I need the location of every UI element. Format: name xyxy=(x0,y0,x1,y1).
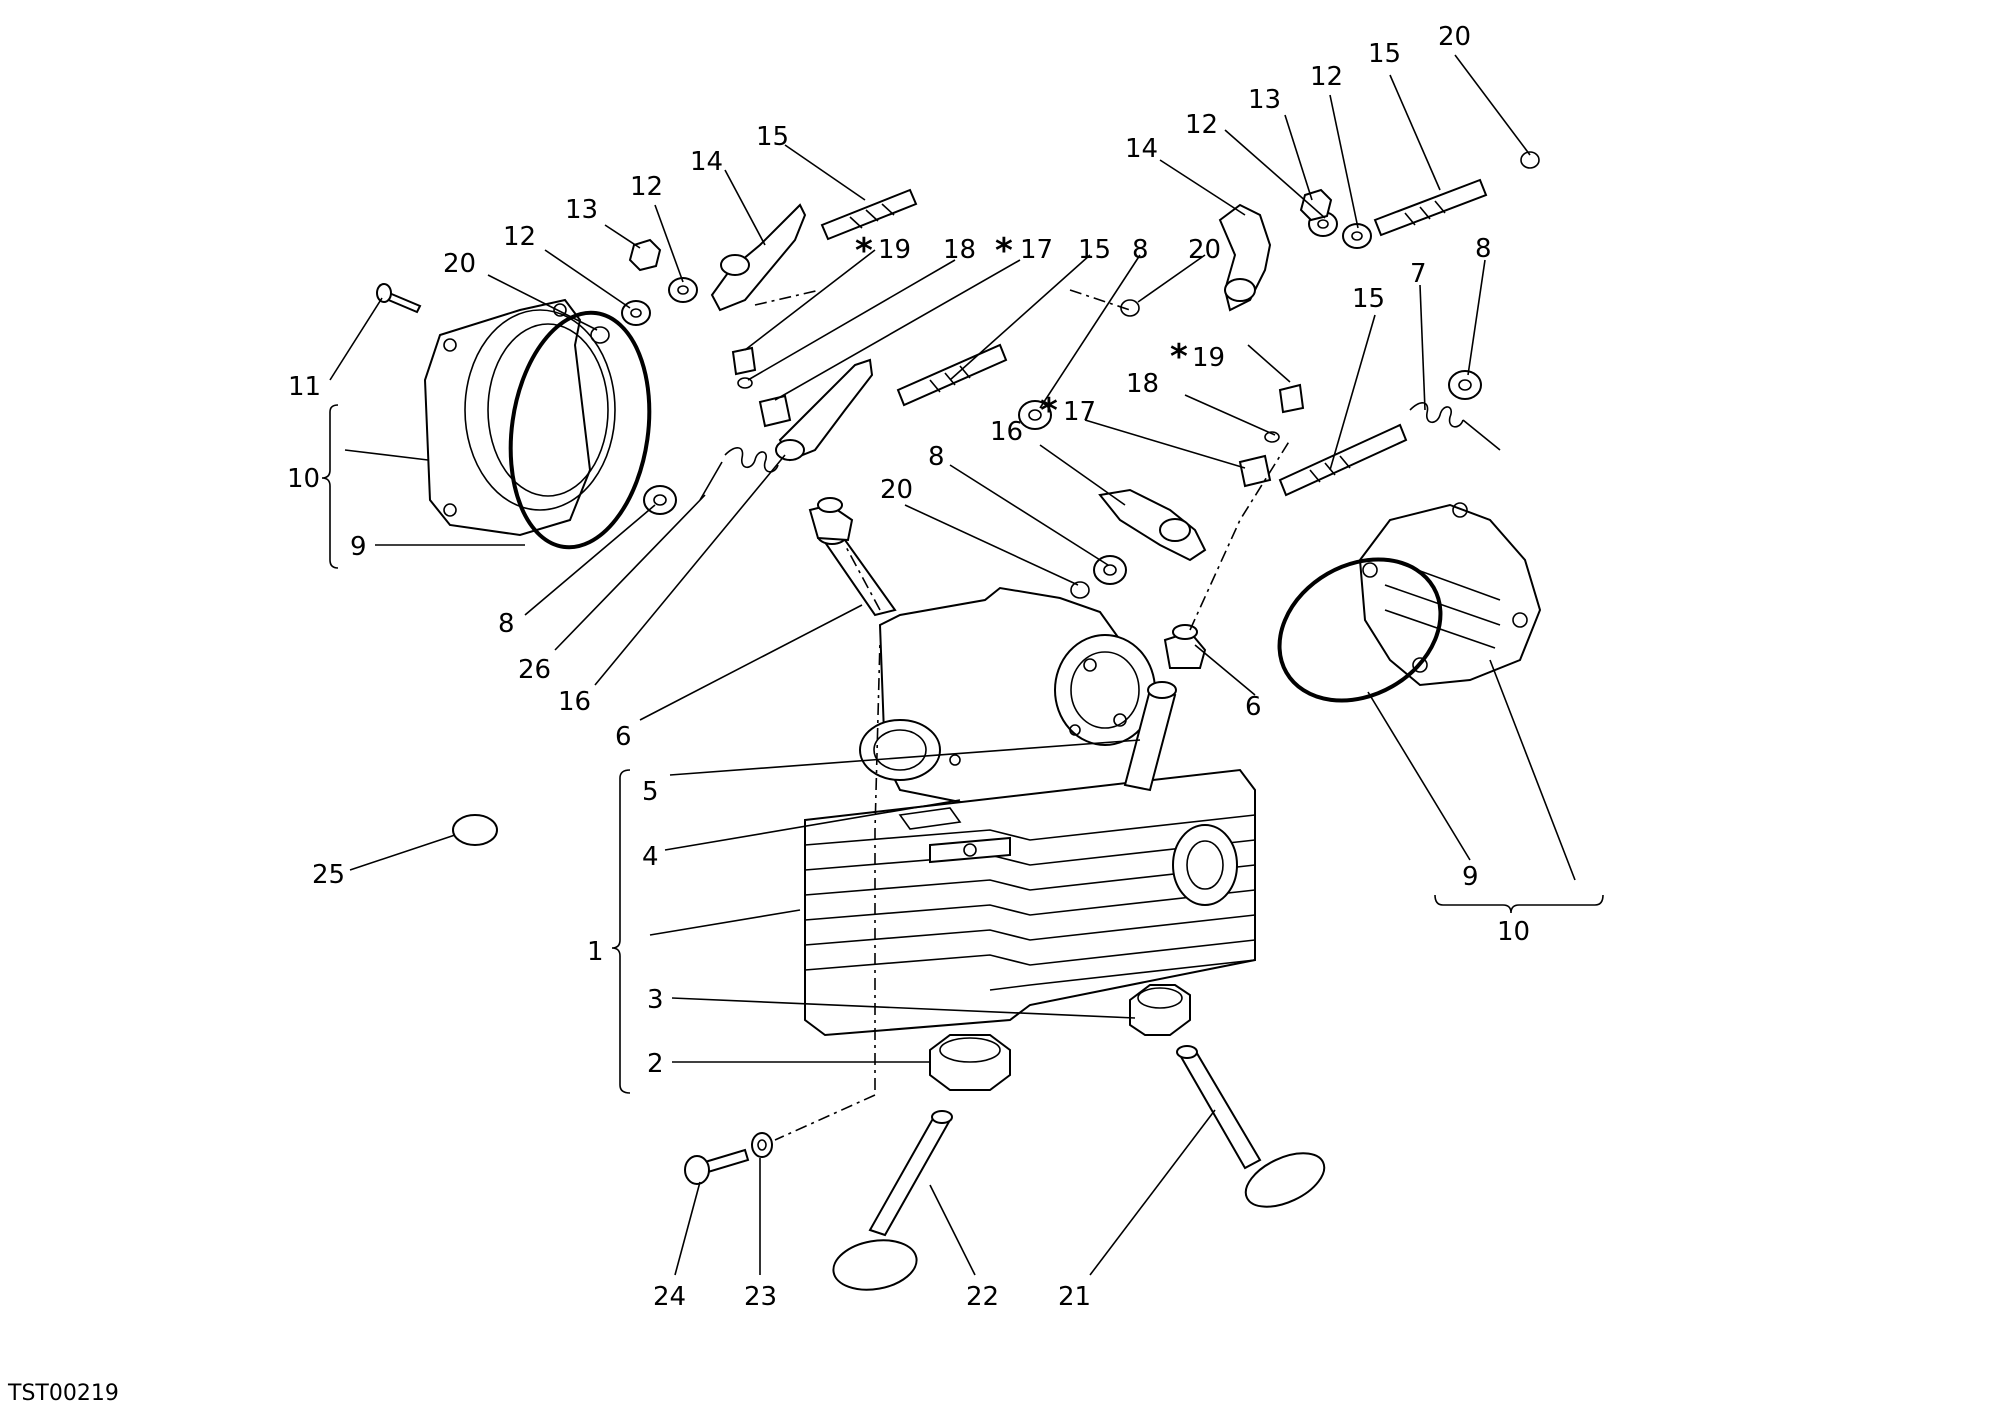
callout-label: 19 xyxy=(1192,343,1225,373)
right-side-cover xyxy=(1277,502,1542,703)
callout-label: 19 xyxy=(878,235,911,265)
callout-label: 13 xyxy=(1248,85,1281,115)
callout-label: 14 xyxy=(690,147,723,177)
callout-label: 20 xyxy=(1438,22,1471,52)
drawing-code: TST00219 xyxy=(7,1381,119,1406)
svg-text:*: * xyxy=(995,231,1013,271)
callout-label: 17 xyxy=(1020,235,1053,265)
callout-label: 15 xyxy=(1078,235,1111,265)
callout-label: 12 xyxy=(1310,62,1343,92)
rocker-arms xyxy=(710,203,1272,562)
callout-label: 7 xyxy=(1410,259,1427,289)
callout-label: 1 xyxy=(587,937,604,967)
callout-label: 25 xyxy=(312,860,345,890)
callout-label: 6 xyxy=(1245,692,1262,722)
callout-label: 4 xyxy=(642,842,659,872)
asterisk-markers: * * * * xyxy=(855,231,1188,431)
svg-text:*: * xyxy=(1170,337,1188,377)
callout-label: 5 xyxy=(642,777,659,807)
callout-label: 18 xyxy=(1126,369,1159,399)
callout-label: 20 xyxy=(880,475,913,505)
callout-label: 14 xyxy=(1125,134,1158,164)
callout-label: 12 xyxy=(1185,110,1218,140)
assembly-axis-lines xyxy=(754,289,1291,1141)
screw-11 xyxy=(376,283,422,314)
callout-label: 15 xyxy=(756,122,789,152)
callout-label: 15 xyxy=(1368,39,1401,69)
callout-label: 10 xyxy=(1497,917,1530,947)
rocker-shafts xyxy=(820,178,1488,497)
callout-label: 20 xyxy=(1188,235,1221,265)
callout-label: 18 xyxy=(943,235,976,265)
callout-label: 16 xyxy=(558,687,591,717)
small-hardware xyxy=(452,151,1540,846)
callout-label: 10 xyxy=(287,464,320,494)
callout-label: 12 xyxy=(630,172,663,202)
callout-label: 21 xyxy=(1058,1282,1091,1312)
callout-label: 15 xyxy=(1352,284,1385,314)
leader-lines xyxy=(329,54,1576,1276)
callout-label: 17 xyxy=(1063,397,1096,427)
callout-label: 2 xyxy=(647,1049,664,1079)
valve-stem-seals xyxy=(808,497,1207,669)
callout-label: 6 xyxy=(615,722,632,752)
callout-label: 8 xyxy=(928,442,945,472)
svg-text:*: * xyxy=(855,231,873,271)
callout-labels: 20 15 12 13 12 14 8 7 15 19 18 17 16 8 2… xyxy=(287,22,1530,1312)
valves xyxy=(832,1045,1326,1291)
left-side-cover xyxy=(423,298,652,550)
callout-label: 20 xyxy=(443,249,476,279)
group-braces xyxy=(321,404,1604,1094)
callout-label: 3 xyxy=(647,985,664,1015)
callout-label: 23 xyxy=(744,1282,777,1312)
callout-label: 26 xyxy=(518,655,551,685)
return-springs xyxy=(699,402,1501,501)
callout-label: 8 xyxy=(1132,235,1149,265)
callout-label: 24 xyxy=(653,1282,686,1312)
bolt-and-washer xyxy=(684,1132,773,1185)
callout-label: 16 xyxy=(990,417,1023,447)
callout-label: 13 xyxy=(565,195,598,225)
callout-label: 8 xyxy=(1475,234,1492,264)
callout-label: 12 xyxy=(503,222,536,252)
callout-label: 9 xyxy=(350,532,367,562)
callout-label: 11 xyxy=(288,372,321,402)
callout-label: 9 xyxy=(1462,862,1479,892)
callout-label: 22 xyxy=(966,1282,999,1312)
valve-seats xyxy=(929,984,1191,1091)
svg-text:*: * xyxy=(1040,391,1058,431)
callout-label: 8 xyxy=(498,609,515,639)
